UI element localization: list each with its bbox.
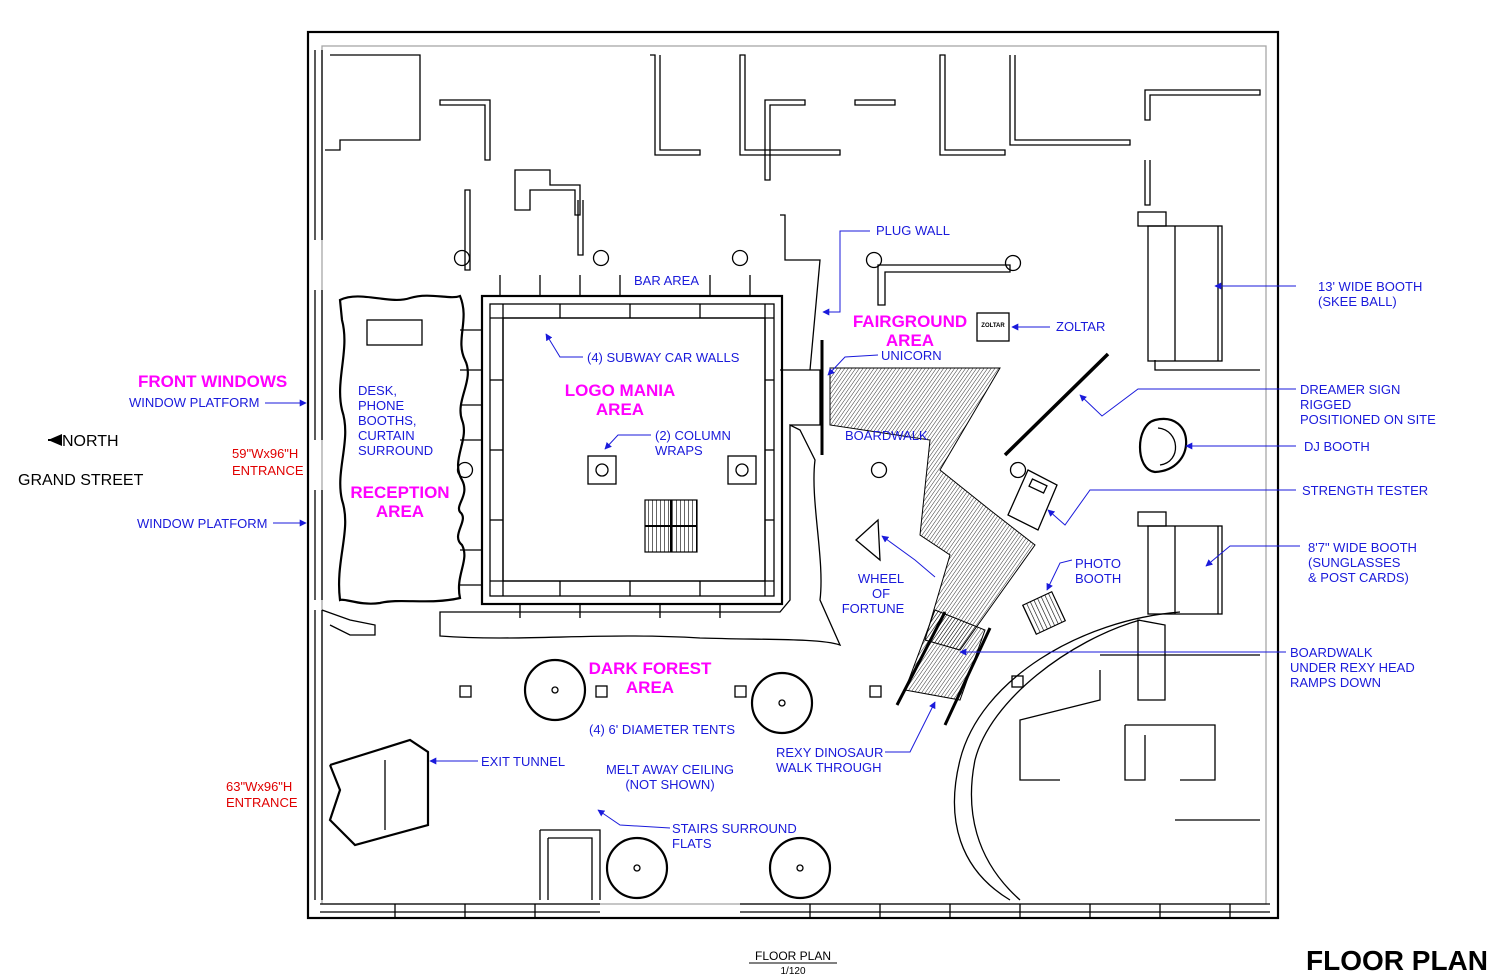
tent — [768, 836, 832, 900]
leader-lines — [48, 230, 1300, 829]
photo-booth-label-2: BOOTH — [1075, 571, 1121, 586]
logo-mania-label-1: LOGO MANIA — [565, 381, 676, 400]
exit-tunnel — [328, 738, 430, 847]
zoltar-machine: ZOLTAR — [976, 312, 1010, 342]
dreamer-sign — [1003, 352, 1110, 457]
entrance-1-label: ENTRANCE — [232, 463, 304, 478]
strength-tester-label: STRENGTH TESTER — [1302, 483, 1428, 498]
back-of-house-walls — [325, 54, 1261, 371]
reception-area-label-2: AREA — [376, 502, 424, 521]
desk-label-4: CURTAIN — [358, 428, 415, 443]
tents — [523, 658, 832, 900]
desk-label-5: SURROUND — [358, 443, 433, 458]
rexy-rail-1 — [895, 611, 947, 706]
tent — [523, 658, 587, 722]
entrance-2-label: ENTRANCE — [226, 795, 298, 810]
boardwalk-label: BOARDWALK — [845, 428, 928, 443]
dreamer-label-1: DREAMER SIGN — [1300, 382, 1400, 397]
bar-area-label: BAR AREA — [634, 273, 699, 288]
skee-ball-label-1: 13' WIDE BOOTH — [1318, 279, 1422, 294]
boardwalk-rexy-label-2: UNDER REXY HEAD — [1290, 660, 1415, 675]
reception-desk — [366, 319, 423, 346]
column-wraps-label-2: WRAPS — [655, 443, 703, 458]
fairground-label-2: AREA — [886, 331, 934, 350]
sunglasses-label-3: & POST CARDS) — [1308, 570, 1409, 585]
photo-booth-label-1: PHOTO — [1075, 556, 1121, 571]
entrance-2-size: 63"Wx96"H — [226, 779, 292, 794]
tent — [750, 671, 814, 735]
building-outline — [306, 30, 1280, 920]
wheel-of-fortune — [855, 518, 881, 562]
dj-booth — [1138, 417, 1188, 474]
window-platform-label-2: WINDOW PLATFORM — [137, 516, 267, 531]
logo-mania-structure — [460, 275, 784, 618]
stairs-label-1: STAIRS SURROUND — [672, 821, 797, 836]
desk-label-2: PHONE — [358, 398, 405, 413]
photo-booth — [1021, 590, 1067, 636]
dark-forest-label-2: AREA — [626, 678, 674, 697]
svg-text:ZOLTAR: ZOLTAR — [981, 323, 1005, 329]
subway-walls-label: (4) SUBWAY CAR WALLS — [587, 350, 740, 365]
column-wraps-label-1: (2) COLUMN — [655, 428, 731, 443]
dreamer-label-3: POSITIONED ON SITE — [1300, 412, 1436, 427]
sunglasses-label-2: (SUNGLASSES — [1308, 555, 1401, 570]
plug-wall-label: PLUG WALL — [876, 223, 950, 238]
melt-away-label-1: MELT AWAY CEILING — [606, 762, 734, 777]
boardwalk-rexy-label-1: BOARDWALK — [1290, 645, 1373, 660]
rexy-curve-wall — [953, 611, 1181, 901]
dark-forest-wall — [439, 423, 842, 647]
entrance-1-size: 59"Wx96"H — [232, 446, 298, 461]
fairground-label-1: FAIRGROUND — [853, 312, 967, 331]
reception-curtain — [338, 294, 469, 605]
skee-ball-label-2: (SKEE BALL) — [1318, 294, 1397, 309]
boardwalk-ramp — [904, 609, 986, 701]
wheel-label-3: FORTUNE — [842, 601, 905, 616]
front-windows-label: FRONT WINDOWS — [138, 372, 287, 391]
wheel-label-2: OF — [872, 586, 890, 601]
rexy-label-2: WALK THROUGH — [776, 760, 881, 775]
wheel-label-1: WHEEL — [858, 571, 904, 586]
corridor-walls — [780, 369, 821, 426]
desk-label-3: BOOTHS, — [358, 413, 417, 428]
reception-area-label-1: RECEPTION — [350, 483, 449, 502]
logo-mania-label-2: AREA — [596, 400, 644, 419]
footer-label: FLOOR PLAN — [755, 949, 831, 963]
text-labels: NORTH GRAND STREET FRONT WINDOWS WINDOW … — [18, 223, 1488, 977]
tents-label: (4) 6' DIAMETER TENTS — [589, 722, 735, 737]
tent — [605, 836, 669, 900]
entrance-corridor — [321, 609, 376, 636]
footer-scale: 1/120 — [780, 966, 805, 977]
unicorn-label: UNICORN — [881, 348, 942, 363]
plug-wall — [877, 264, 1011, 306]
page-title: FLOOR PLAN — [1306, 945, 1488, 976]
boardwalk-rexy-label-3: RAMPS DOWN — [1290, 675, 1381, 690]
rexy-label-1: REXY DINOSAUR — [776, 745, 883, 760]
stairs-surround — [539, 829, 601, 900]
rexy-rail-2 — [943, 627, 992, 726]
dreamer-label-2: RIGGED — [1300, 397, 1351, 412]
street-label: GRAND STREET — [18, 472, 144, 489]
zoltar-label: ZOLTAR — [1056, 319, 1105, 334]
desk-label-1: DESK, — [358, 383, 397, 398]
stairs-label-2: FLATS — [672, 836, 712, 851]
strength-tester — [1007, 469, 1058, 531]
north-label: NORTH — [62, 433, 119, 450]
melt-away-label-2: (NOT SHOWN) — [625, 777, 714, 792]
lower-right-rooms — [1019, 619, 1260, 821]
sunglasses-label-1: 8'7" WIDE BOOTH — [1308, 540, 1417, 555]
sunglasses-booth — [1137, 511, 1223, 615]
skee-ball-booth — [1137, 211, 1223, 362]
window-platform-label-1: WINDOW PLATFORM — [129, 395, 259, 410]
exit-tunnel-label: EXIT TUNNEL — [481, 754, 565, 769]
dark-forest-label-1: DARK FOREST — [589, 659, 712, 678]
dj-booth-label: DJ BOOTH — [1304, 439, 1370, 454]
rexy-curve-wall-inner — [970, 619, 1141, 901]
